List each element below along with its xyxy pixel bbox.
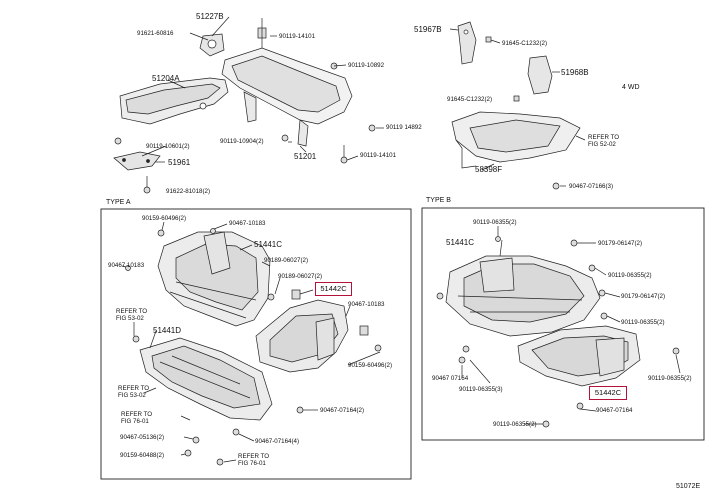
- label-a-fig-76-01b: FIG 76-01: [238, 460, 266, 467]
- label-b-90119-06355-mid: 90119-06355(2): [608, 272, 652, 279]
- label-91645-top: 91645-C1232(2): [502, 40, 548, 47]
- label-a-90467-07164-bot: 90467-07164(4): [255, 438, 300, 445]
- label-91621: 91621-60816: [137, 30, 174, 37]
- label-a-refer-to-76b: REFER TO: [238, 453, 270, 460]
- label-51968b: 51968B: [561, 68, 589, 77]
- label-a-90467-10183-left: 90467 10183: [108, 262, 145, 269]
- label-51201: 51201: [294, 152, 317, 161]
- title-type-a: TYPE A: [106, 199, 131, 206]
- label-a-90467-05136: 90467-05136(2): [120, 434, 165, 441]
- label-b-51441c: 51441C: [446, 238, 475, 247]
- label-b-90179-06147-top: 90179-06147(2): [598, 240, 643, 247]
- label-a-refer-to-53: REFER TO: [116, 308, 148, 315]
- label-51204a: 51204A: [152, 74, 180, 83]
- label-a-refer-to-53b: REFER TO: [118, 385, 150, 392]
- label-a-51441d: 51441D: [153, 326, 182, 335]
- label-51961: 51961: [168, 158, 191, 167]
- label-b-51442c: 51442C: [594, 388, 622, 397]
- bracket-51968b: [527, 55, 553, 95]
- label-a-fig-76-01: FIG 76-01: [121, 418, 149, 425]
- type-b-frame: [421, 207, 705, 441]
- label-a-90159-60496-b: 90159-60496(2): [348, 362, 393, 369]
- label-4wd: 4 WD: [622, 84, 640, 91]
- label-90467-07166: 90467-07166(3): [569, 183, 614, 190]
- label-a-90467-10183-top: 90467-10183: [229, 220, 266, 227]
- label-90119-10892: 90119-10892: [348, 62, 385, 69]
- label-refer-to-52: REFER TO: [588, 134, 620, 141]
- label-fig-52-02: FIG 52-02: [588, 141, 616, 148]
- label-b-90467-07164-left: 90467 07164: [432, 375, 469, 382]
- label-a-90159-60488: 90159-60488(2): [120, 452, 165, 459]
- label-b-90119-06355-lower: 90119-06355(3): [459, 386, 503, 393]
- label-a-fig-53-02b: FIG 53-02: [118, 392, 146, 399]
- label-b-90119-06355-top: 90119-06355(2): [473, 219, 517, 226]
- highlight-51442c-type-b[interactable]: 51442C: [589, 386, 627, 400]
- label-90119-14101-bot: 90119-14101: [360, 152, 397, 159]
- label-58398f: 58398F: [475, 165, 503, 174]
- label-b-90179-06147-mid: 90179-06147(2): [621, 293, 666, 300]
- label-a-51442c: 51442C: [320, 284, 347, 293]
- label-b-90119-06355-right: 90119-06355(2): [621, 319, 665, 326]
- label-a-refer-to-76: REFER TO: [121, 411, 153, 418]
- label-90119-14101-top: 90119-14101: [279, 33, 316, 40]
- label-b-90467-07164-right: 90467-07164: [596, 407, 633, 414]
- highlight-51442c-type-a[interactable]: 51442C: [315, 282, 352, 296]
- figure-id: 51072E: [676, 483, 701, 490]
- label-a-90159-60496: 90159-60496(2): [142, 215, 187, 222]
- label-a-90189-06027-top: 90189-06027(2): [264, 257, 309, 264]
- label-90119-10601: 90119-10601(2): [146, 143, 190, 150]
- plate-51961: [113, 151, 161, 171]
- type-a-frame: [100, 208, 412, 480]
- label-a-51441c: 51441C: [254, 240, 283, 249]
- label-51967b: 51967B: [414, 25, 442, 34]
- label-91645-mid: 91645-C1232(2): [447, 96, 493, 103]
- label-a-fig-53-02: FIG 53-02: [116, 315, 144, 322]
- label-90119-10904: 90119-10904(2): [220, 138, 264, 145]
- label-a-90189-06027-bot: 90189-06027(2): [278, 273, 323, 280]
- label-b-90119-06355-r2: 90119-06355(2): [648, 375, 692, 382]
- label-91622: 91622-81018(2): [166, 188, 211, 195]
- label-a-90467-07164-mid: 90467-07164(2): [320, 407, 365, 414]
- label-a-90467-10183-right: 90467-10183: [348, 301, 385, 308]
- label-51227b: 51227B: [196, 12, 224, 21]
- bracket-51967b: [457, 21, 477, 65]
- label-90119-14892: 90119 14892: [386, 124, 422, 131]
- title-type-b: TYPE B: [426, 197, 451, 204]
- label-b-90119-06355-bot: 90119-06355(2): [493, 421, 537, 428]
